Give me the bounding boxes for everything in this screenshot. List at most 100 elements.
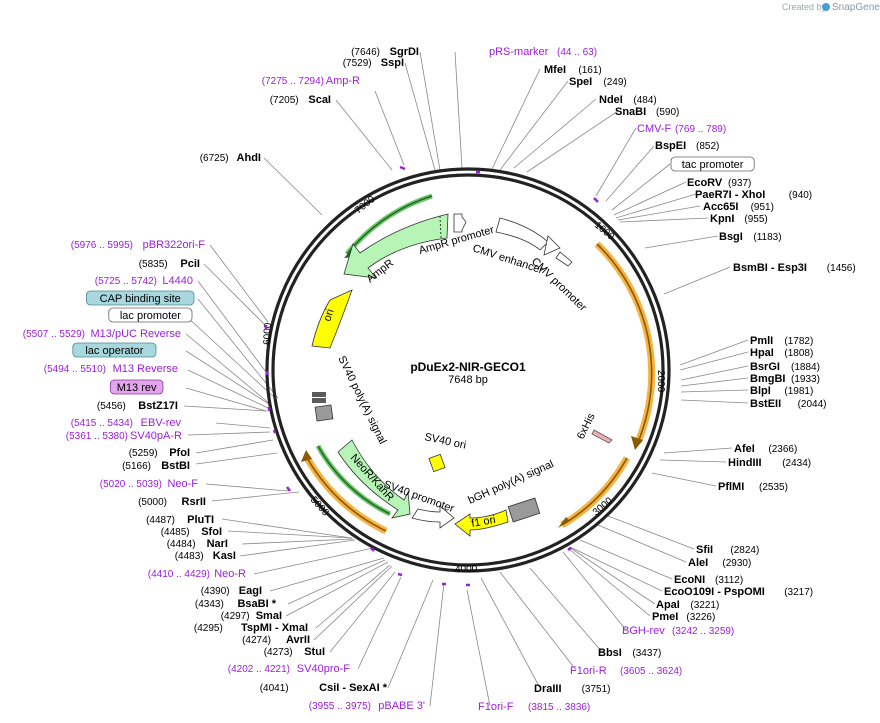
bsrgi-position: (1884) xyxy=(791,362,820,373)
mfei-name: MfeI xyxy=(544,64,566,76)
m13-rev-label: M13 rev xyxy=(117,382,157,394)
neo-r-name: Neo-R xyxy=(214,568,246,580)
nari-name: NarI xyxy=(207,538,228,550)
f1-ori-arrow xyxy=(454,509,509,537)
f1ori-r-position: (3605 .. 3624) xyxy=(620,666,682,677)
f1ori-f-primer-label: F1ori-F(3815 .. 3836) xyxy=(478,701,590,713)
bgh-rev-name: BGH-rev xyxy=(622,625,665,637)
pbr322ori-f-name: pBR322ori-F xyxy=(143,239,206,251)
kpni-name: KpnI xyxy=(710,213,734,225)
blpi-name: BlpI xyxy=(750,385,771,397)
pbr322ori-f-primer-label: pBR322ori-F(5976 .. 5995) xyxy=(71,239,206,251)
pluti-enzyme-label: PluTI(4487) xyxy=(146,514,214,526)
bsgi-enzyme-label: BsgI(1183) xyxy=(719,231,782,243)
eagi-name: EagI xyxy=(239,585,262,597)
hindiii-enzyme-label: HindIII(2434) xyxy=(728,457,811,469)
sv40-ori-label: SV40 ori xyxy=(423,431,467,452)
sgrdi-name: SgrDI xyxy=(390,46,419,58)
pfoi-enzyme-label: PfoI (5259) xyxy=(129,447,190,459)
neo-f-position: (5020 .. 5039) xyxy=(100,479,162,490)
econi-name: EcoNI xyxy=(674,574,705,586)
pmli-position: (1782) xyxy=(784,336,813,347)
f1ori-label: f1 ori xyxy=(470,514,496,530)
coordinate-tick-label: 4000 xyxy=(455,564,478,575)
paer7i-xhoi-name: PaeR7I - XhoI xyxy=(695,189,765,201)
scai-enzyme-label: ScaI(7205) xyxy=(270,94,331,106)
apai-name: ApaI xyxy=(656,599,680,611)
hindiii-name: HindIII xyxy=(728,457,762,469)
leader-lines xyxy=(183,51,749,707)
primer-marks xyxy=(264,165,599,587)
econi-enzyme-label: EcoNI(3112) xyxy=(674,574,743,586)
paer7i-xhoi-position: (940) xyxy=(789,190,812,201)
bsabi-name: BsaBI * xyxy=(237,598,276,610)
pfoi-position: (5259) xyxy=(129,448,158,459)
snabi-position: (590) xyxy=(656,107,679,118)
bmgbi-name: BmgBI xyxy=(750,373,785,385)
m13-puc-reverse-name: M13/pUC Reverse xyxy=(91,328,181,340)
coordinate-tick-label: 6000 xyxy=(262,322,274,345)
avrii-name: AvrII xyxy=(286,634,310,646)
snabi-name: SnaBI xyxy=(615,106,646,118)
kasi-enzyme-label: KasI(4483) xyxy=(175,550,236,562)
lac-operator-label: lac operator xyxy=(85,345,143,357)
blpi-position: (1981) xyxy=(784,386,813,397)
m13-reverse-position: (5494 .. 5510) xyxy=(44,364,106,375)
bsmbi-esp3i-name: BsmBI - Esp3I xyxy=(733,262,807,274)
eagi-position: (4390) xyxy=(201,586,230,597)
sixxhis-marker xyxy=(591,429,613,444)
ampr-arrow xyxy=(343,213,449,279)
sv40-polya-block xyxy=(312,392,334,422)
f1ori-r-primer-label: F1ori-R(3605 .. 3624) xyxy=(570,665,682,677)
bgh-rev-position: (3242 .. 3259) xyxy=(672,626,734,637)
ndei-name: NdeI xyxy=(599,94,623,106)
stui-name: StuI xyxy=(304,646,325,658)
bspei-position: (852) xyxy=(696,141,719,152)
sv40-promoter-arrow xyxy=(411,505,455,529)
outer-labels: SgrDI(7646)SspI(7529)Amp-R(7275 .. 7294)… xyxy=(23,46,856,713)
scai-name: ScaI xyxy=(308,94,331,106)
ahdi-enzyme-label: AhdI(6725) xyxy=(200,152,261,164)
bsmbi-esp3i-position: (1456) xyxy=(827,263,856,274)
snapgene-logo-icon xyxy=(822,3,830,11)
pbabe-3-primer-label: pBABE 3'(3955 .. 3975) xyxy=(309,700,425,712)
cmv-f-position: (769 .. 789) xyxy=(675,124,726,135)
ecoo109i-pspomi-position: (3217) xyxy=(784,587,813,598)
m13-rev-box xyxy=(109,379,164,395)
prs-marker-position: (44 .. 63) xyxy=(557,47,597,58)
pfoi-name: PfoI xyxy=(169,447,190,459)
bsgi-position: (1183) xyxy=(753,232,781,243)
pmei-name: PmeI xyxy=(652,611,678,623)
cmv-promoter-arrow xyxy=(555,251,573,267)
hpai-name: HpaI xyxy=(750,347,774,359)
sixxhis-label: 6xHis xyxy=(575,411,598,441)
kpni-enzyme-label: KpnI (955) xyxy=(710,213,768,225)
kpni-position: (955) xyxy=(744,214,767,225)
draiii-position: (3751) xyxy=(582,684,611,695)
cmv-f-name: CMV-F xyxy=(637,123,672,135)
smai-position: (4297) xyxy=(221,611,250,622)
plasmid-size: 7648 bp xyxy=(448,374,488,386)
pluti-position: (4487) xyxy=(146,515,175,526)
ampr-promoter-arrow xyxy=(453,213,467,233)
draiii-enzyme-label: DraIII(3751) xyxy=(534,683,611,695)
sv40-polya-label: SV40 poly(A) signal xyxy=(335,354,388,446)
sv40pa-r-primer-label: SV40pA-R(5361 .. 5380) xyxy=(66,430,182,442)
alei-position: (2930) xyxy=(722,558,751,569)
mfei-position: (161) xyxy=(578,65,601,76)
tac-promoter-label: tac promoter xyxy=(682,159,744,171)
blpi-enzyme-label: BlpI (1981) xyxy=(750,385,813,397)
tspmi-xmai-enzyme-label: TspMI - XmaI(4295) xyxy=(194,622,308,634)
bspei-enzyme-label: BspEI(852) xyxy=(655,140,719,152)
ecorv-position: (937) xyxy=(728,178,751,189)
stui-enzyme-label: StuI(4273) xyxy=(264,646,325,658)
kasi-name: KasI xyxy=(213,550,236,562)
tspmi-xmai-position: (4295) xyxy=(194,623,223,634)
m13-reverse-primer-label: M13 Reverse(5494 .. 5510) xyxy=(44,363,178,375)
eagi-enzyme-label: EagI (4390) xyxy=(201,585,262,597)
sfii-name: SfiI xyxy=(696,544,713,556)
cmv-enhancer-arrow xyxy=(495,217,561,256)
cmv-f-primer-label: CMV-F(769 .. 789) xyxy=(637,123,726,135)
csii-sexai-name: CsiI - SexAI * xyxy=(319,682,388,694)
